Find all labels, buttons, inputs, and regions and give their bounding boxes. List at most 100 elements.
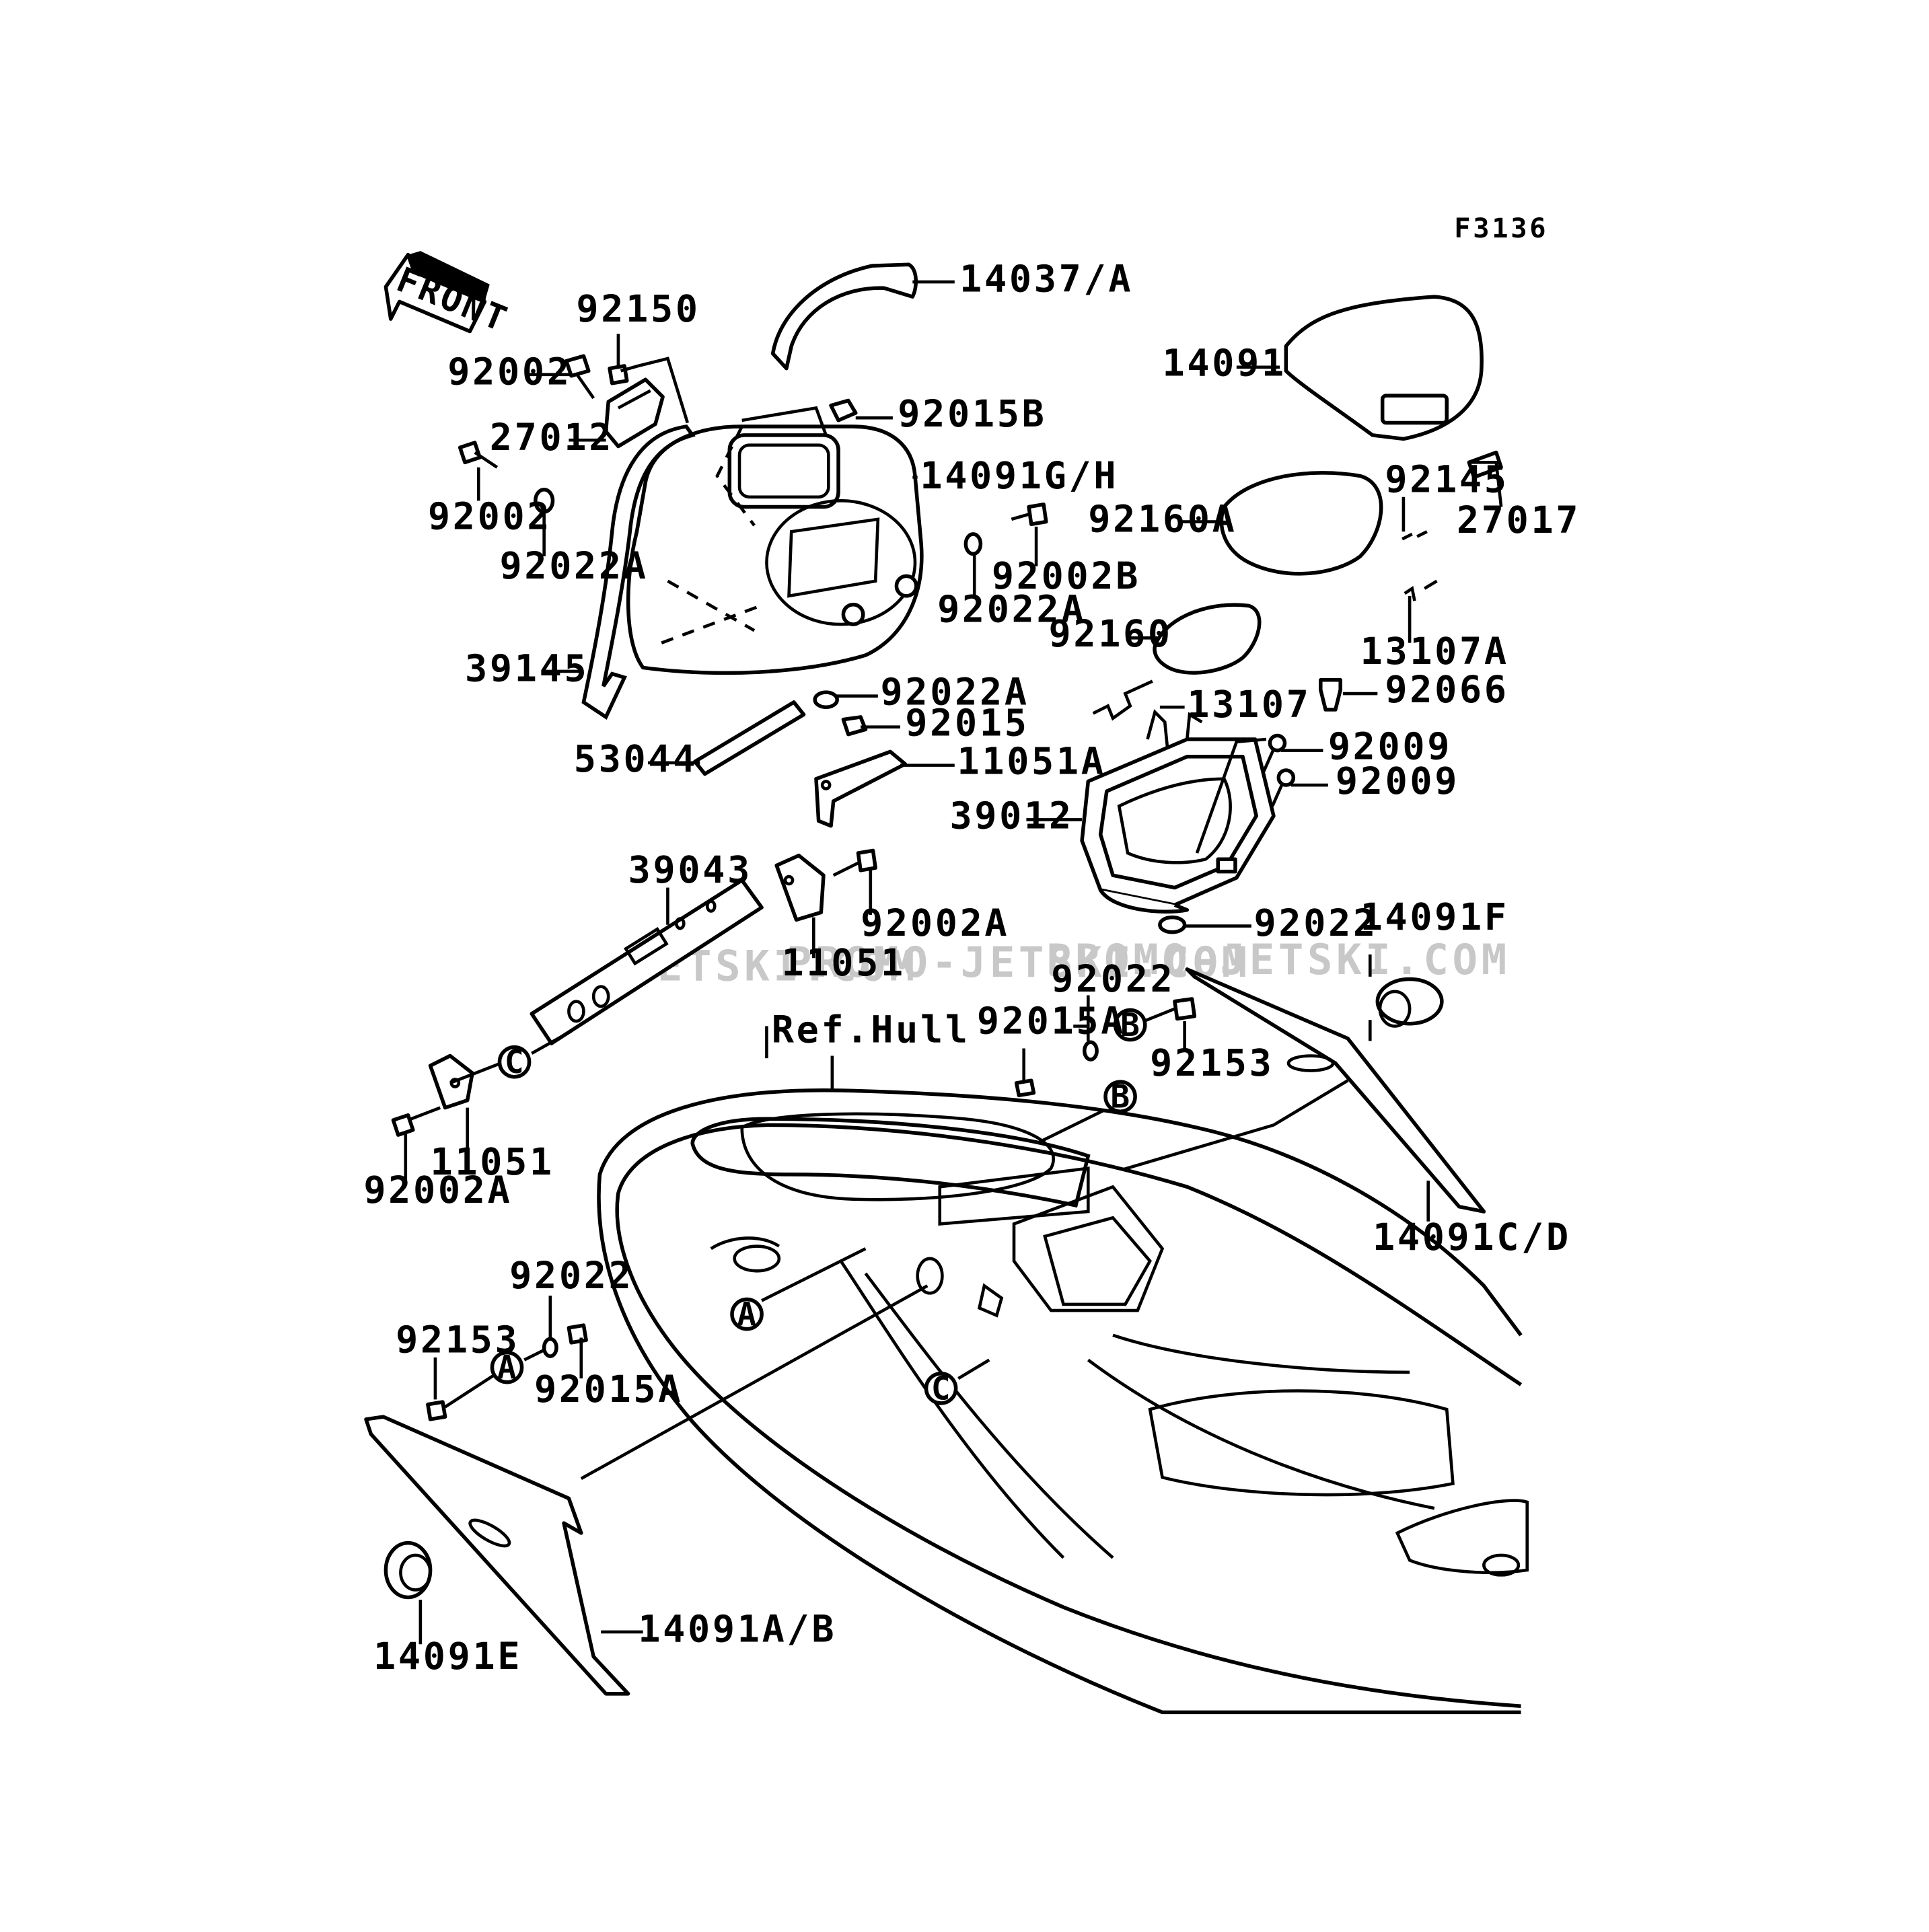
callout-92015B: 92015B bbox=[898, 393, 1046, 436]
part-92002-bolt-top bbox=[564, 354, 595, 400]
figure-code: F3136 bbox=[1454, 212, 1548, 244]
callout-14091CD: 14091C/D bbox=[1373, 1216, 1571, 1259]
part-92015-nut bbox=[841, 715, 868, 737]
part-92153-bolt-left bbox=[426, 1400, 447, 1421]
part-92022-washer-right bbox=[1083, 1040, 1099, 1062]
part-53044-rod bbox=[693, 700, 806, 776]
part-92002-bolt-left bbox=[458, 441, 499, 469]
part-14091-lid bbox=[1284, 295, 1484, 441]
circle-ref-A-hull: A bbox=[730, 1296, 764, 1333]
callout-92002A-bottom: 92002A bbox=[363, 1169, 512, 1212]
callout-27017: 27017 bbox=[1457, 499, 1580, 542]
part-92066-bolt bbox=[1319, 678, 1342, 712]
callout-92022A-3: 92022A bbox=[881, 671, 1029, 714]
callout-92015: 92015 bbox=[905, 702, 1029, 745]
svg-text:A: A bbox=[737, 1296, 758, 1333]
callout-92002-top: 92002 bbox=[447, 351, 571, 394]
callout-92066: 92066 bbox=[1385, 669, 1508, 712]
part-92150-bolt bbox=[608, 364, 639, 385]
callout-92009-b: 92009 bbox=[1336, 760, 1459, 803]
callout-53044: 53044 bbox=[574, 738, 698, 781]
svg-text:B: B bbox=[1120, 1007, 1142, 1044]
part-14091E-grommet bbox=[384, 1540, 433, 1600]
circle-ref-B-hull: B bbox=[1103, 1079, 1137, 1116]
part-27012-bracket bbox=[604, 377, 665, 449]
callout-92160: 92160 bbox=[1048, 613, 1172, 656]
callout-92022A-1: 92022A bbox=[499, 545, 648, 588]
part-11051A-bracket bbox=[814, 749, 908, 828]
part-92160-pad bbox=[1153, 603, 1262, 675]
watermark-2: PROMO-JETSKI.COM bbox=[787, 938, 1251, 987]
callout-92022A-2: 92022A bbox=[937, 588, 1086, 631]
callout-92002B: 92002B bbox=[992, 555, 1140, 598]
callout-92002-left: 92002 bbox=[428, 496, 552, 539]
part-39043-panel bbox=[530, 878, 764, 1045]
part-92002B-bolt bbox=[1011, 503, 1048, 526]
callout-39012: 39012 bbox=[949, 794, 1073, 838]
callout-92009-a: 92009 bbox=[1328, 725, 1452, 768]
part-39145-seal bbox=[581, 424, 696, 720]
callout-14091E: 14091E bbox=[373, 1635, 522, 1678]
part-14091F-grommet bbox=[1375, 977, 1444, 1028]
callout-92015A-left: 92015A bbox=[534, 1368, 683, 1411]
part-14037-cover bbox=[770, 262, 918, 371]
part-14091CD-side-trim bbox=[1185, 967, 1486, 1214]
callout-39145: 39145 bbox=[465, 648, 589, 691]
part-92022A-washer-2 bbox=[963, 532, 983, 556]
svg-text:C: C bbox=[931, 1370, 953, 1407]
callout-ref-hull: Ref.Hull bbox=[772, 1008, 970, 1051]
part-92015A-nut-right bbox=[1014, 1078, 1036, 1098]
leader-lines bbox=[404, 280, 1503, 1645]
part-39012-storage-box bbox=[1080, 709, 1276, 914]
callout-14091: 14091 bbox=[1163, 342, 1286, 385]
callout-11051A: 11051A bbox=[957, 740, 1105, 783]
callout-11051-bottom: 11051 bbox=[431, 1141, 554, 1184]
circle-ref-C-hull: C bbox=[924, 1370, 958, 1407]
callout-27012: 27012 bbox=[490, 416, 614, 459]
callout-14037A: 14037/A bbox=[959, 258, 1133, 301]
part-92002A-bolt-top bbox=[832, 848, 877, 877]
svg-text:B: B bbox=[1110, 1079, 1132, 1116]
part-92022A-washer-3 bbox=[813, 690, 839, 709]
callout-92022-right: 92022 bbox=[1051, 958, 1175, 1001]
callout-92160A: 92160A bbox=[1088, 498, 1237, 541]
part-14091AB-side-trim bbox=[364, 1415, 630, 1696]
callout-labels: 14037/A 14091 92150 92002 27012 92015B 1… bbox=[363, 258, 1580, 1678]
circle-ref-B-top: B bbox=[1113, 1007, 1147, 1044]
svg-text:A: A bbox=[497, 1349, 519, 1386]
callout-39043: 39043 bbox=[628, 849, 752, 892]
callout-14091F: 14091F bbox=[1360, 896, 1509, 939]
part-14091GH-panel bbox=[626, 406, 924, 675]
part-92009-screw-b bbox=[1271, 768, 1296, 807]
part-92002A-bolt-bottom bbox=[391, 1106, 441, 1137]
part-92015A-nut-left bbox=[567, 1323, 588, 1345]
callout-92145: 92145 bbox=[1385, 458, 1508, 501]
part-11051-plate-top bbox=[774, 854, 826, 922]
callout-14091GH: 14091G/H bbox=[920, 455, 1118, 498]
part-92160A-pad bbox=[1219, 471, 1383, 576]
callout-92015A-right: 92015A bbox=[977, 1000, 1126, 1043]
part-92153-bolt-right bbox=[1173, 997, 1197, 1021]
callout-13107A: 13107A bbox=[1360, 630, 1509, 673]
callout-92150: 92150 bbox=[576, 288, 700, 331]
callout-92153-right: 92153 bbox=[1150, 1042, 1274, 1085]
svg-text:C: C bbox=[505, 1044, 526, 1081]
callout-13107: 13107 bbox=[1187, 683, 1311, 727]
circle-ref-A-left: A bbox=[490, 1349, 524, 1386]
callout-92153-left: 92153 bbox=[396, 1319, 519, 1362]
part-92009-screw-a bbox=[1262, 733, 1287, 772]
callout-14091AB: 14091A/B bbox=[638, 1608, 836, 1651]
callout-92002A-top: 92002A bbox=[861, 902, 1009, 945]
part-92022-washer-box bbox=[1158, 915, 1187, 934]
callout-92022-box: 92022 bbox=[1254, 902, 1378, 945]
part-13107-spring bbox=[1092, 679, 1153, 721]
front-arrow-icon: FRONT bbox=[384, 251, 514, 340]
part-27017-clip bbox=[1467, 450, 1503, 480]
circle-ref-C-left: C bbox=[497, 1044, 532, 1081]
part-92145-clips bbox=[1402, 530, 1438, 601]
part-92015B-nut bbox=[829, 398, 858, 422]
part-92022-washer-left bbox=[542, 1337, 558, 1358]
callout-92022-left: 92022 bbox=[509, 1255, 633, 1298]
